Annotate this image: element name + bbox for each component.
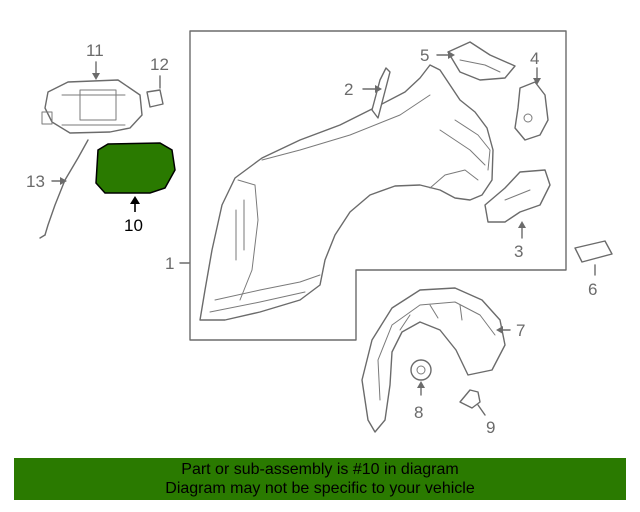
- callout-10: 10: [124, 216, 143, 235]
- callout-4: 4: [530, 49, 539, 68]
- info-banner: Part or sub-assembly is #10 in diagram D…: [14, 458, 626, 500]
- callout-6: 6: [588, 280, 597, 299]
- callout-13: 13: [26, 172, 45, 191]
- part-3-panel: [484, 169, 551, 239]
- part-8-nut: [410, 359, 432, 396]
- part-2-bracket: [362, 67, 391, 119]
- assembly-frame: [189, 30, 567, 341]
- part-7-liner: [361, 287, 511, 433]
- part-9-clip: [459, 389, 486, 416]
- banner-line-2: Diagram may not be specific to your vehi…: [165, 480, 475, 497]
- part-5-reinforcement: [436, 41, 516, 81]
- callout-5: 5: [420, 46, 429, 65]
- banner-line-1: Part or sub-assembly is #10 in diagram: [181, 461, 459, 478]
- part-4-bracket: [514, 67, 549, 141]
- part-10-fuel-door: [95, 142, 176, 212]
- part-6-plate: [574, 240, 613, 276]
- callout-12: 12: [150, 55, 169, 74]
- callout-9: 9: [486, 418, 495, 437]
- callout-1: 1: [165, 254, 174, 273]
- fuel-door-highlight: [95, 142, 176, 194]
- part-12-latch: [146, 75, 164, 108]
- callout-11: 11: [86, 41, 104, 60]
- callout-2: 2: [344, 80, 353, 99]
- part-11-housing: [41, 61, 143, 134]
- part-13-cable: [39, 139, 89, 239]
- quarter-panel: [199, 64, 494, 321]
- callout-8: 8: [414, 403, 423, 422]
- callout-7: 7: [516, 321, 525, 340]
- callout-3: 3: [514, 242, 523, 261]
